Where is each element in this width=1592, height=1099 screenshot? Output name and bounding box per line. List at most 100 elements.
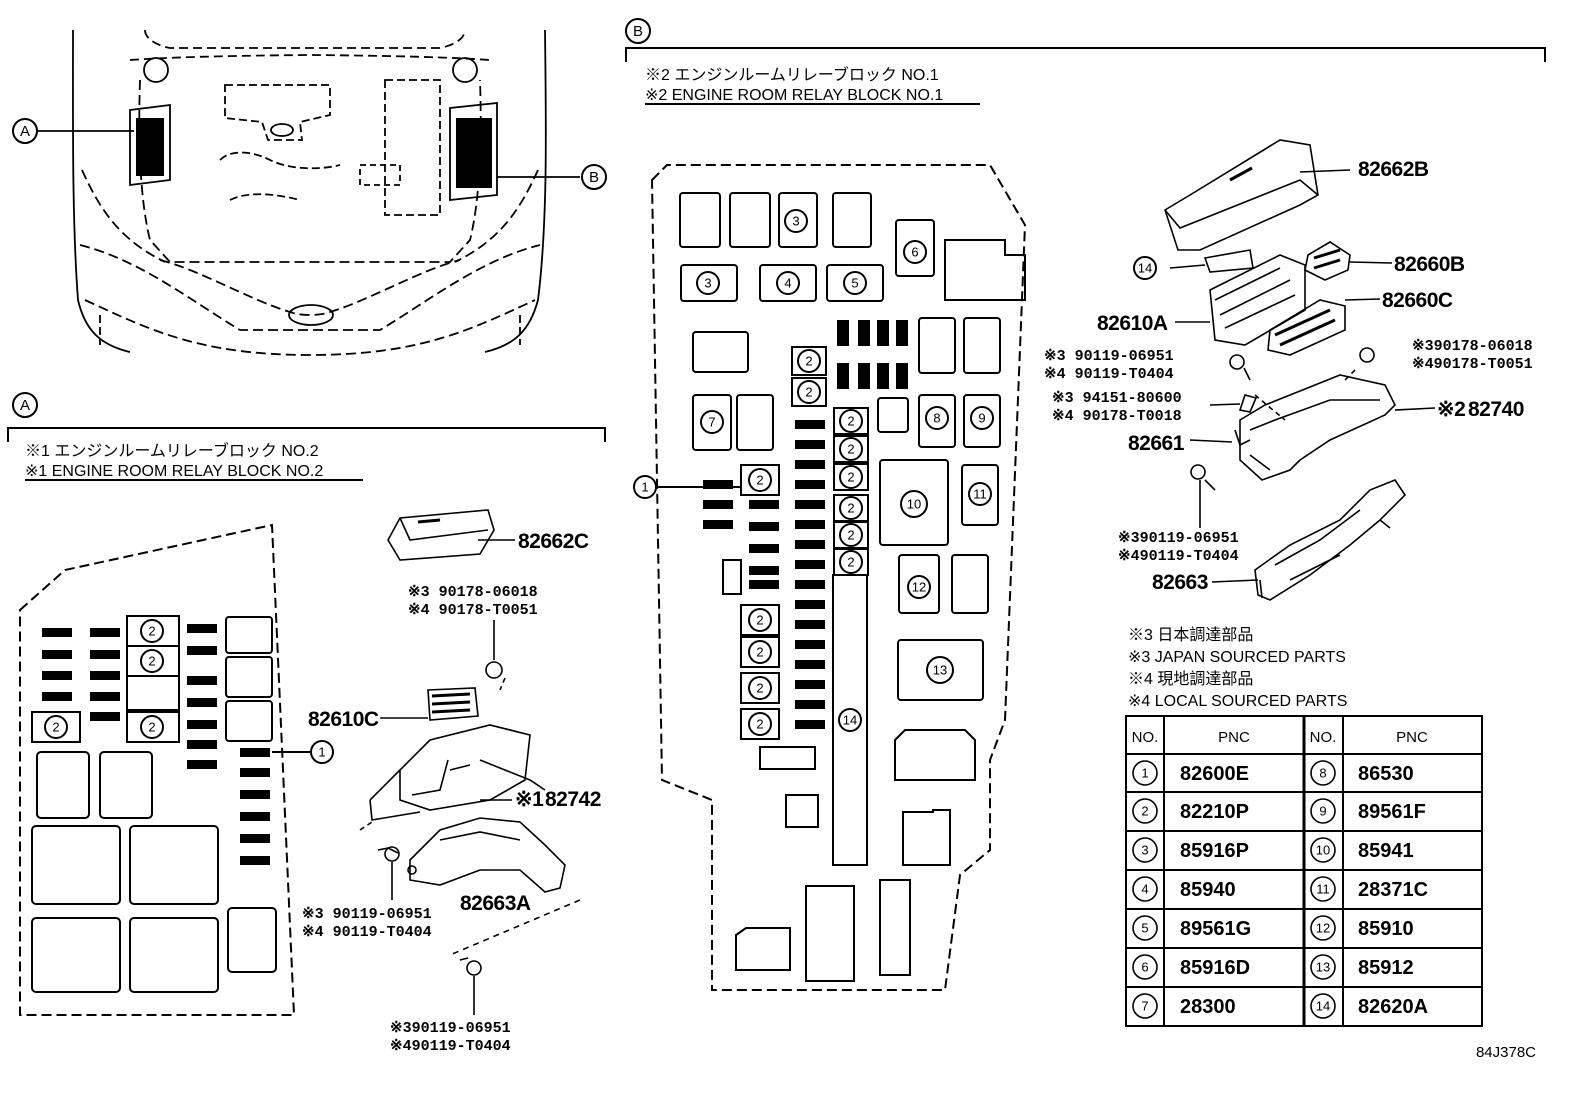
section-b-marker-circle — [625, 18, 651, 44]
table-pnc-cell: 82620A — [1358, 996, 1428, 1018]
table-pnc-cell: 85941 — [1358, 840, 1414, 862]
part-82662b: 82662B — [1358, 158, 1429, 181]
section-b-marker: B — [633, 23, 643, 40]
part-82610a: 82610A — [1097, 312, 1168, 335]
slot-b-label: 2 — [847, 528, 854, 543]
table-no-cell: 12 — [1316, 921, 1330, 936]
callout-b-circle — [581, 164, 607, 190]
table-no-cell: 4 — [1141, 882, 1148, 897]
slot-b-label: 10 — [907, 497, 921, 512]
slot-b-label-14: 14 — [1138, 261, 1152, 276]
table-header-no-left: NO. — [1132, 729, 1159, 746]
table-no-circle — [1310, 837, 1336, 863]
table-pnc-cell: 82600E — [1180, 763, 1249, 785]
slot-b-label: 11 — [973, 487, 987, 502]
section-a-note-en: ※1 ENGINE ROOM RELAY BLOCK NO.2 — [25, 463, 323, 480]
table-no-cell: 6 — [1141, 960, 1148, 975]
note-japan-jp: ※3 日本調達部品 — [1128, 626, 1253, 644]
slot-b-label: 2 — [756, 473, 763, 488]
slot-b-label: 2 — [847, 414, 854, 429]
slot-b-label: 2 — [756, 717, 763, 732]
relay-block-b-slots — [679, 192, 1026, 982]
table-no-cell: 8 — [1319, 766, 1326, 781]
part-82742: 82742 — [545, 788, 601, 811]
table-pnc-cell: 86530 — [1358, 763, 1414, 785]
callout-a-circle — [12, 118, 38, 144]
note-japan-en: ※3 JAPAN SOURCED PARTS — [1128, 649, 1346, 666]
callout-a: A — [20, 123, 30, 140]
part-bolt-b1-4: ※4 90119-T0404 — [1044, 366, 1174, 383]
table-no-cell: 9 — [1319, 804, 1326, 819]
table-no-cell: 14 — [1316, 999, 1330, 1014]
relay-block-b-outline — [650, 164, 1027, 991]
table-no-circle — [1310, 798, 1336, 824]
table-no-cell: 5 — [1141, 921, 1148, 936]
table-no-circle — [1132, 993, 1158, 1019]
part-bolt-a2-3: ※390119-06951 — [390, 1020, 511, 1037]
slot-b-label: 6 — [911, 245, 918, 260]
slot-b-label: 2 — [847, 555, 854, 570]
table-no-circle — [1310, 954, 1336, 980]
slot-b-label: 14 — [843, 713, 857, 728]
part-nut-a-4: ※4 90178-T0051 — [408, 602, 538, 619]
table-pnc-cell: 85910 — [1358, 918, 1414, 940]
table-no-cell: 11 — [1316, 882, 1330, 897]
slot-b-label: 7 — [708, 415, 715, 430]
table-no-circle — [1132, 954, 1158, 980]
part-82660c: 82660C — [1382, 289, 1453, 312]
slot-b-label: 3 — [792, 214, 799, 229]
table-pnc-cell: 28300 — [1180, 996, 1236, 1018]
part-nut-a-3: ※3 90178-06018 — [408, 584, 538, 601]
table-pnc-cell: 89561G — [1180, 918, 1251, 940]
section-b-exploded-parts — [1164, 139, 1436, 601]
table-no-circle — [1310, 915, 1336, 941]
slot-b-label: 2 — [847, 442, 854, 457]
section-a-marker-circle — [12, 392, 38, 418]
part-bolt-a1-3: ※3 90119-06951 — [302, 906, 432, 923]
section-a-exploded-parts — [359, 509, 581, 1015]
slot-b-label: 2 — [756, 645, 763, 660]
table-no-cell: 10 — [1316, 843, 1330, 858]
slot-a-label: 2 — [148, 654, 155, 669]
table-no-circle — [1132, 760, 1158, 786]
section-a-bracket — [7, 427, 606, 442]
table-header-pnc-right: PNC — [1396, 729, 1428, 746]
table-pnc-cell: 85940 — [1180, 879, 1236, 901]
part-82610c: 82610C — [308, 708, 379, 731]
table-no-circle — [1310, 876, 1336, 902]
part-82663a: 82663A — [460, 892, 531, 915]
table-no-circle — [1310, 760, 1336, 786]
table-no-cell: 2 — [1141, 804, 1148, 819]
part-bolt-a1-4: ※4 90119-T0404 — [302, 924, 432, 941]
part-nut-b-3: ※390178-06018 — [1412, 338, 1533, 355]
table-pnc-cell: 28371C — [1358, 879, 1428, 901]
slot-b-label: 9 — [978, 411, 985, 426]
slot-b-label: 2 — [805, 385, 812, 400]
diagram-code: 84J378C — [1476, 1044, 1536, 1061]
pnc-table — [1125, 715, 1483, 1027]
part-bolt-b2-4: ※490119-T0404 — [1118, 548, 1239, 565]
slot-a-label: 2 — [148, 720, 155, 735]
table-header-no-right: NO. — [1310, 729, 1337, 746]
table-no-cell: 13 — [1316, 960, 1330, 975]
slot-b-label: 5 — [851, 276, 858, 291]
part-82740-mark: ※2 — [1437, 398, 1465, 421]
table-pnc-cell: 85912 — [1358, 957, 1414, 979]
slot-b-label: 3 — [704, 276, 711, 291]
section-b-note-en: ※2 ENGINE ROOM RELAY BLOCK NO.1 — [645, 87, 943, 104]
table-no-circle — [1132, 837, 1158, 863]
table-no-cell: 3 — [1141, 843, 1148, 858]
section-a-marker: A — [20, 397, 30, 414]
part-bolt-a2-4: ※490119-T0404 — [390, 1038, 511, 1055]
table-no-circle — [1132, 798, 1158, 824]
part-82740: 82740 — [1468, 398, 1524, 421]
slot-b-label: 2 — [756, 613, 763, 628]
part-nut-b-4: ※490178-T0051 — [1412, 356, 1533, 373]
note-local-jp: ※4 現地調達部品 — [1128, 670, 1253, 688]
slot-a-label: 2 — [52, 720, 59, 735]
slot-a-label-1: 1 — [318, 745, 325, 760]
table-no-cell: 7 — [1141, 999, 1148, 1014]
part-bolt-b1-3: ※3 90119-06951 — [1044, 348, 1174, 365]
